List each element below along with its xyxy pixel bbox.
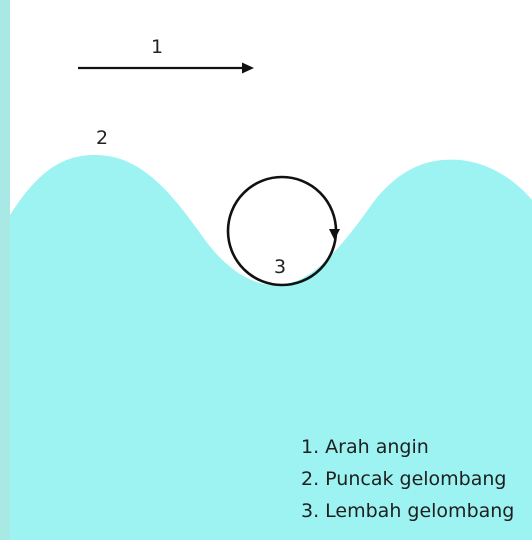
legend: 1. Arah angin 2. Puncak gelombang 3. Lem…: [301, 431, 514, 527]
frame-border: [0, 0, 10, 540]
wave-crest-number: 2: [96, 127, 108, 149]
wind-direction-number: 1: [151, 36, 163, 58]
orbital-motion-arrowhead: [329, 229, 340, 240]
water-wave: [10, 155, 532, 540]
legend-item-wind-direction: 1. Arah angin: [301, 436, 429, 458]
legend-item-wave-trough: 3. Lembah gelombang: [301, 500, 515, 522]
wind-direction-arrowhead: [242, 62, 254, 74]
wave-trough-number: 3: [274, 256, 286, 278]
legend-item-wave-crest: 2. Puncak gelombang: [301, 468, 507, 490]
